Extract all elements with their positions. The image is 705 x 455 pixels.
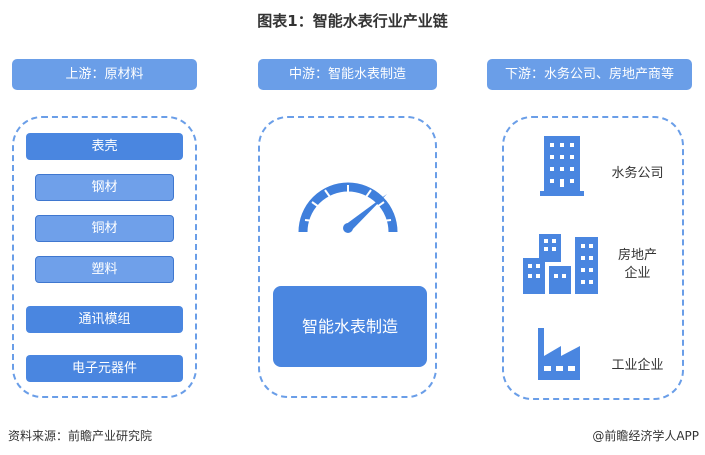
upstream-header: 上游：原材料 xyxy=(12,59,197,90)
page-title: 图表1：智能水表行业产业链 xyxy=(257,12,448,30)
item-case: 表壳 xyxy=(26,133,183,160)
item-electronics: 电子元器件 xyxy=(26,355,183,382)
item-comm-module: 通讯模组 xyxy=(26,306,183,333)
midstream-header: 中游：智能水表制造 xyxy=(258,59,437,90)
office-building-icon xyxy=(540,136,584,196)
factory-icon xyxy=(538,328,580,380)
brand-credit: @前瞻经济学人APP xyxy=(592,429,699,443)
source-note: 资料来源：前瞻产业研究院 xyxy=(8,429,153,443)
smart-meter-manufacturing-box: 智能水表制造 xyxy=(273,286,427,367)
item-copper: 铜材 xyxy=(35,215,174,242)
gauge-icon xyxy=(298,182,398,233)
buildings-icon xyxy=(523,234,598,294)
midstream-panel xyxy=(258,116,437,398)
item-steel: 钢材 xyxy=(35,174,174,201)
downstream-panel xyxy=(502,116,684,400)
downstream-real-estate: 房地产企业 xyxy=(617,248,657,281)
downstream-water-company: 水务公司 xyxy=(611,166,664,181)
downstream-industrial: 工业企业 xyxy=(611,358,664,373)
upstream-panel xyxy=(12,116,197,398)
item-plastic: 塑料 xyxy=(35,256,174,283)
downstream-header: 下游：水务公司、房地产商等 xyxy=(487,59,692,90)
